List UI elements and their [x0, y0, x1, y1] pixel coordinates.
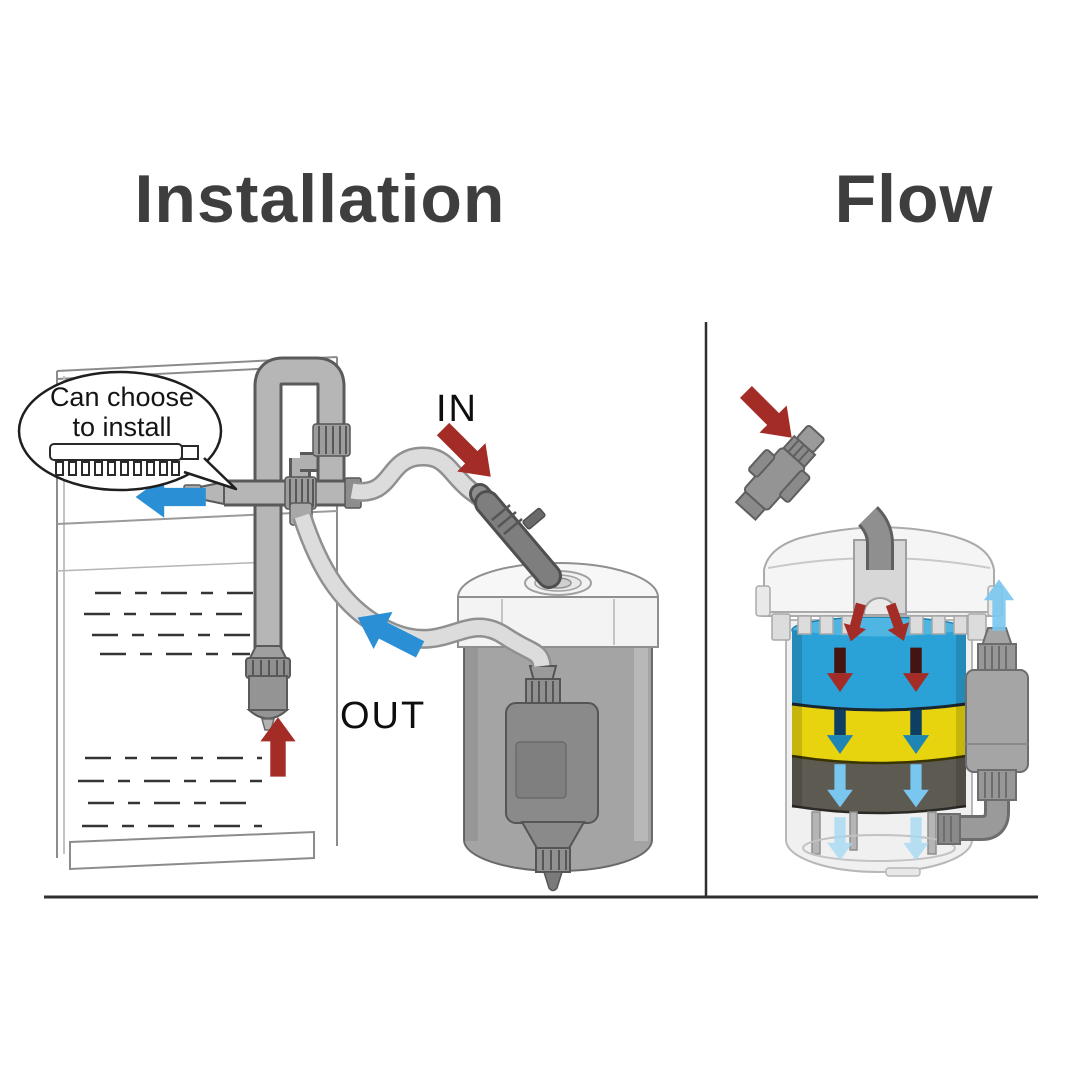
bottom-foot-tab [885, 867, 921, 877]
intake-strainer [245, 645, 291, 731]
external-pump [505, 665, 599, 892]
layer-shade-left [792, 630, 802, 808]
flow-title: Flow [834, 161, 994, 237]
installation-title: Installation [134, 161, 506, 237]
media-layer-gray [792, 756, 966, 813]
pump-top-collar [977, 643, 1017, 673]
speech-bubble-text: Can choose to install [26, 382, 218, 442]
out-label: OUT [340, 695, 427, 737]
overflow-pipes [183, 356, 362, 650]
out-hose [294, 513, 550, 668]
canister-highlight [634, 645, 648, 841]
inlet-valve-assembly [734, 424, 894, 570]
media-layer-blue [792, 630, 966, 710]
hoses [292, 446, 552, 668]
canister-filter [457, 562, 659, 892]
layer-shade-right [956, 630, 966, 808]
water-level-dashes [78, 591, 266, 828]
pump-outlet-tip [542, 871, 564, 892]
speech-bubble [17, 370, 238, 492]
speech-bubble-line1: Can choose [49, 382, 195, 412]
tank-bottom-frame [69, 830, 315, 871]
valve-handle [748, 449, 776, 478]
in-label: IN [436, 388, 478, 430]
layer-divider [791, 804, 967, 815]
layer-divider [791, 754, 967, 765]
speech-bubble-tail [183, 457, 238, 491]
speech-bubble-line2: to install [72, 412, 172, 443]
flow-canister [785, 616, 973, 877]
union-nut-lower [284, 476, 317, 510]
tank-water-surface-line [56, 561, 271, 572]
lid-clamp-tab-left [755, 585, 771, 617]
side-pump [937, 627, 1029, 845]
valve-handle [779, 469, 811, 503]
in-hose [350, 448, 491, 508]
layer-divider [791, 702, 967, 712]
inlet-connector [469, 483, 562, 589]
pump-bottom-collar [977, 769, 1017, 801]
connector-lever [522, 507, 546, 530]
u-pipe [256, 359, 343, 650]
valve-lower-collar [734, 490, 767, 521]
canister-shade [464, 645, 478, 841]
pump-body [965, 669, 1029, 773]
media-layer-yellow [792, 704, 966, 763]
union-nut-upper [312, 423, 351, 457]
bottom-inner-rim [802, 834, 956, 862]
pump-elbow-connector [937, 813, 961, 845]
lid-clamp-teeth [771, 613, 987, 641]
spray-bar-illustration [49, 443, 199, 476]
basket-legs [811, 811, 937, 855]
